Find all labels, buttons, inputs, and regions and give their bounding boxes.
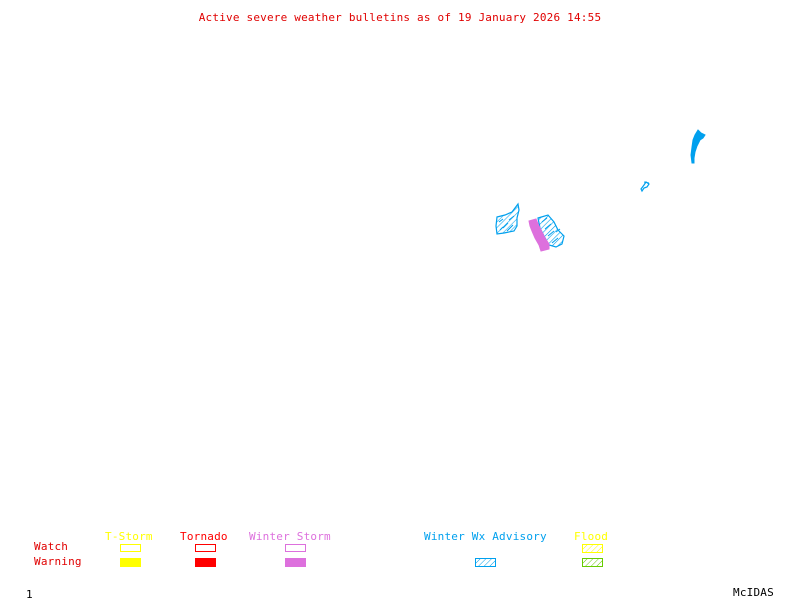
legend-header-flood: Flood xyxy=(574,530,609,543)
map-area-winter-storm-warning xyxy=(528,218,550,252)
legend-swatch-flood-warning xyxy=(582,558,603,567)
map-area-winter-wx-advisory-small xyxy=(640,181,650,193)
legend-swatch-winter-storm-watch xyxy=(285,544,306,552)
legend-row-label-warning: Warning xyxy=(34,555,82,568)
legend-header-winter-wx-advisory: Winter Wx Advisory xyxy=(424,530,547,543)
legend-header-tstorm: T-Storm xyxy=(105,530,153,543)
legend-swatch-tstorm-watch xyxy=(120,544,141,552)
map-area-winter-wx-advisory-west xyxy=(495,202,520,235)
legend-swatch-winter-storm-warning xyxy=(285,558,306,567)
legend-header-tornado: Tornado xyxy=(180,530,228,543)
legend-swatch-tstorm-warning xyxy=(120,558,141,567)
frame-number: 1 xyxy=(26,588,33,601)
legend-swatch-flood-watch xyxy=(582,544,603,553)
bulletin-title: Active severe weather bulletins as of 19… xyxy=(198,11,602,24)
map-area-winter-wx-advisory-coastal xyxy=(690,129,706,164)
legend-swatch-tornado-warning xyxy=(195,558,216,567)
mcidas-brand: McIDAS xyxy=(733,586,774,599)
legend-header-winter-storm: Winter Storm xyxy=(249,530,331,543)
legend-swatch-tornado-watch xyxy=(195,544,216,552)
legend-swatch-winter-wx-advisory-warning xyxy=(475,558,496,567)
legend-row-label-watch: Watch xyxy=(34,540,69,553)
